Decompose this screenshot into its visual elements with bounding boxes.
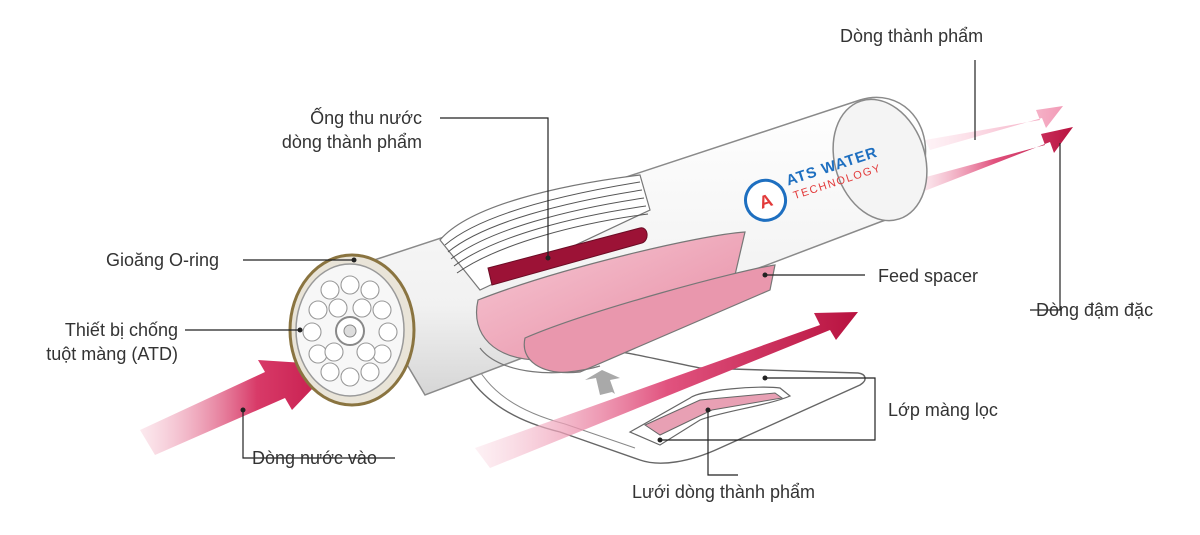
permeate-flow-arrow [585,370,620,395]
leader-concentrate [1030,143,1061,311]
concentrate-flow-arrow [475,312,858,468]
spiral-wound-layers [444,181,649,274]
label-permeate-tube-line1: Ống thu nước [310,108,422,128]
ats-logo-mark [744,178,788,222]
label-atd-line1: Thiết bị chống [64,320,178,340]
leader-permeate-tube [440,117,549,258]
membrane-envelope-sheet [454,347,866,464]
ats-logo-mark-glyph: A [757,190,776,213]
label-atd: Thiết bị chống tuột màng (ATD) [26,318,178,366]
permeate-spacer-slot [643,392,784,436]
label-permeate-tube: Ống thu nước dòng thành phẩm [250,106,422,154]
leader-feed-in [242,410,395,459]
cutaway-opening [439,174,651,291]
permeate-collection-tube [487,227,648,286]
leader-permeate-spacer [707,410,738,476]
label-membrane: Lớp màng lọc [888,400,998,420]
membrane-leaf-2 [523,264,776,374]
end-cap-honeycomb [302,275,398,387]
label-oring: Gioăng O-ring [106,250,220,270]
label-feed-in: Dòng nước vào [252,448,377,468]
label-permeate-spacer: Lưới dòng thành phẩm [632,482,815,502]
permeate-spacer-outline [628,386,792,446]
permeate-outlet-arrow [925,106,1063,150]
leader-membrane [660,377,876,441]
vessel-right-end [832,98,928,222]
label-feed-spacer: Feed spacer [878,266,979,286]
membrane-leaf-1 [476,231,746,361]
concentrate-outlet-arrow [915,127,1073,192]
label-permeate-out: Dòng thành phẩm [840,26,984,46]
feed-inlet-arrow [140,360,335,455]
membrane-leaf-inner [479,347,601,374]
label-permeate-tube-line2: dòng thành phẩm [281,132,422,152]
end-cap-center-hole [343,324,357,338]
label-atd-line2: tuột màng (ATD) [46,344,178,364]
label-concentrate: Dòng đậm đặc [1036,300,1154,320]
leader-dots [240,255,768,443]
leader-lines [185,60,1061,476]
